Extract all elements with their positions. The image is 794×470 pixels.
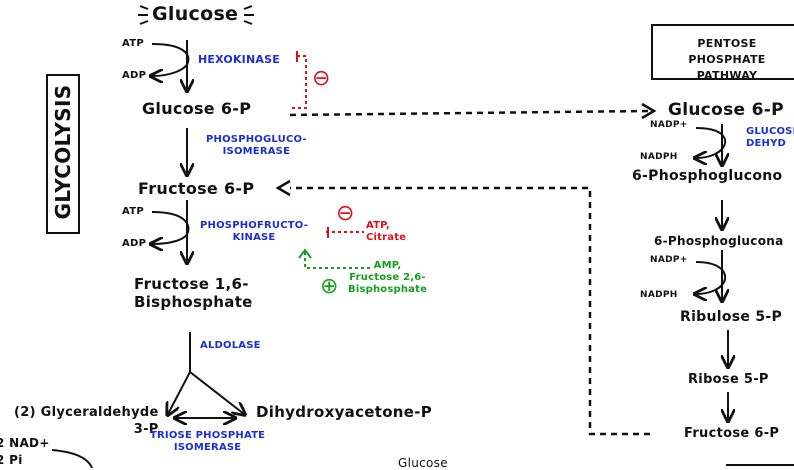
atp-label-1: ATP: [122, 38, 145, 49]
glycolysis-title-box: GLYCOLYSIS: [46, 74, 80, 234]
nad-label: 2 NAD+: [0, 436, 50, 450]
pfk-activation-sign: ⊕: [320, 274, 339, 299]
ppp-nadp-label-1: NADP+: [650, 120, 688, 130]
hexokinase-label: HEXOKINASE: [198, 53, 280, 66]
fructose-6p-label: Fructose 6-P: [138, 179, 255, 198]
pi-label: 2 Pi: [0, 453, 23, 467]
pfk-inhibitors: ATP, Citrate: [366, 220, 407, 243]
ppp-nadph-label-1: NADPH: [640, 152, 678, 162]
g6pd-label: GLUCOSE DEHYD: [746, 126, 794, 149]
ppp-fructose-6p-label: Fructose 6-P: [684, 426, 780, 441]
ppp-glucose-6p-label: Glucose 6-P: [668, 100, 784, 120]
atp-adp-curve-1: [152, 43, 190, 76]
ppp-nadp-label-2: NADP+: [650, 255, 688, 265]
pentose-title: PENTOSE PHOSPHATE PATHWAY: [688, 37, 766, 82]
dhap-label: Dihydroxyacetone-P: [256, 403, 433, 421]
g3p-label: (2) Glyceraldehyde 3-P: [14, 405, 159, 437]
arrow-to-g3p: [168, 371, 191, 414]
pgi-label: PHOSPHOGLUCO- ISOMERASE: [206, 134, 307, 157]
glucose-emphasis-marks: [138, 5, 254, 25]
glucose-6p-label: Glucose 6-P: [142, 99, 252, 118]
ppp-nadph-label-2: NADPH: [640, 290, 678, 300]
atp-label-2: ATP: [122, 206, 145, 217]
arrow-to-dhap: [189, 371, 244, 414]
adp-label-1: ADP: [122, 70, 147, 81]
pentose-title-box: PENTOSE PHOSPHATE PATHWAY: [651, 24, 794, 82]
pfk-label: PHOSPHOFRUCTO- KINASE: [200, 220, 309, 243]
glucose-label: Glucose: [152, 3, 239, 25]
ribose-5p-label: Ribose 5-P: [688, 372, 769, 387]
adp-label-2: ADP: [122, 238, 147, 249]
nad-curve: [51, 449, 93, 468]
pfk-activators: AMP, Fructose 2,6- Bisphosphate: [348, 260, 428, 295]
bottom-cut-label: Glucose: [398, 456, 448, 470]
aldolase-label: ALDOLASE: [200, 340, 261, 351]
dashed-f6p-return: [290, 186, 650, 436]
hexokinase-inhibition-sign: ⊖: [312, 66, 331, 91]
atp-adp-curve-2: [152, 211, 190, 244]
pfk-inhibition-sign: ⊖: [336, 201, 355, 226]
glycolysis-title: GLYCOLYSIS: [51, 84, 75, 220]
tpi-label: TRIOSE PHOSPHATE ISOMERASE: [150, 430, 266, 453]
dashed-g6p-to-ppp: [289, 109, 649, 117]
6-phosphogluconolactone-label: 6-Phosphoglucono: [632, 168, 783, 184]
hexokinase-inhibition-line: [290, 55, 307, 109]
ribulose-5p-label: Ribulose 5-P: [680, 309, 783, 325]
fructose-16bp-label: Fructose 1,6- Bisphosphate: [134, 275, 253, 311]
6-phosphogluconate-label: 6-Phosphoglucona: [654, 234, 784, 248]
